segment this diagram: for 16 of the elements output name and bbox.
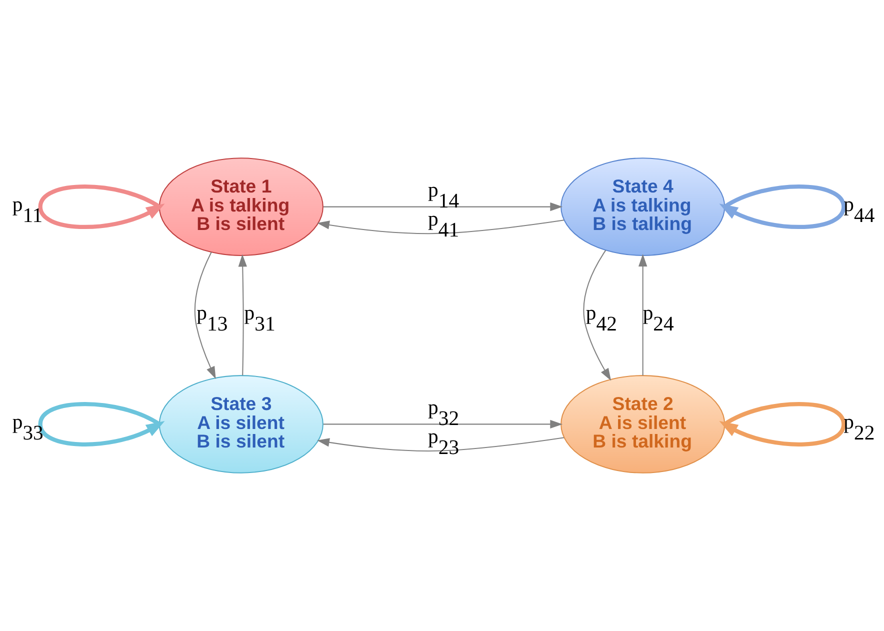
arrow bbox=[323, 420, 563, 429]
arrow bbox=[38, 184, 165, 229]
arrow bbox=[316, 437, 564, 452]
arrow bbox=[316, 220, 564, 234]
arrow bbox=[583, 250, 612, 381]
arrow bbox=[719, 184, 846, 229]
node-ellipse: State 1 A is talking B is silent bbox=[158, 158, 324, 256]
arrow bbox=[323, 202, 563, 212]
arrow bbox=[38, 402, 165, 446]
arrow bbox=[194, 252, 216, 379]
node-ellipse: State 2 A is silent B is talking bbox=[560, 375, 726, 474]
node-ellipse: State 3 A is silent B is silent bbox=[158, 375, 324, 474]
arrow bbox=[638, 254, 648, 376]
arrow bbox=[238, 254, 247, 376]
node-ellipse: State 4 A is talking B is talking bbox=[560, 158, 726, 256]
arrow bbox=[719, 402, 846, 446]
